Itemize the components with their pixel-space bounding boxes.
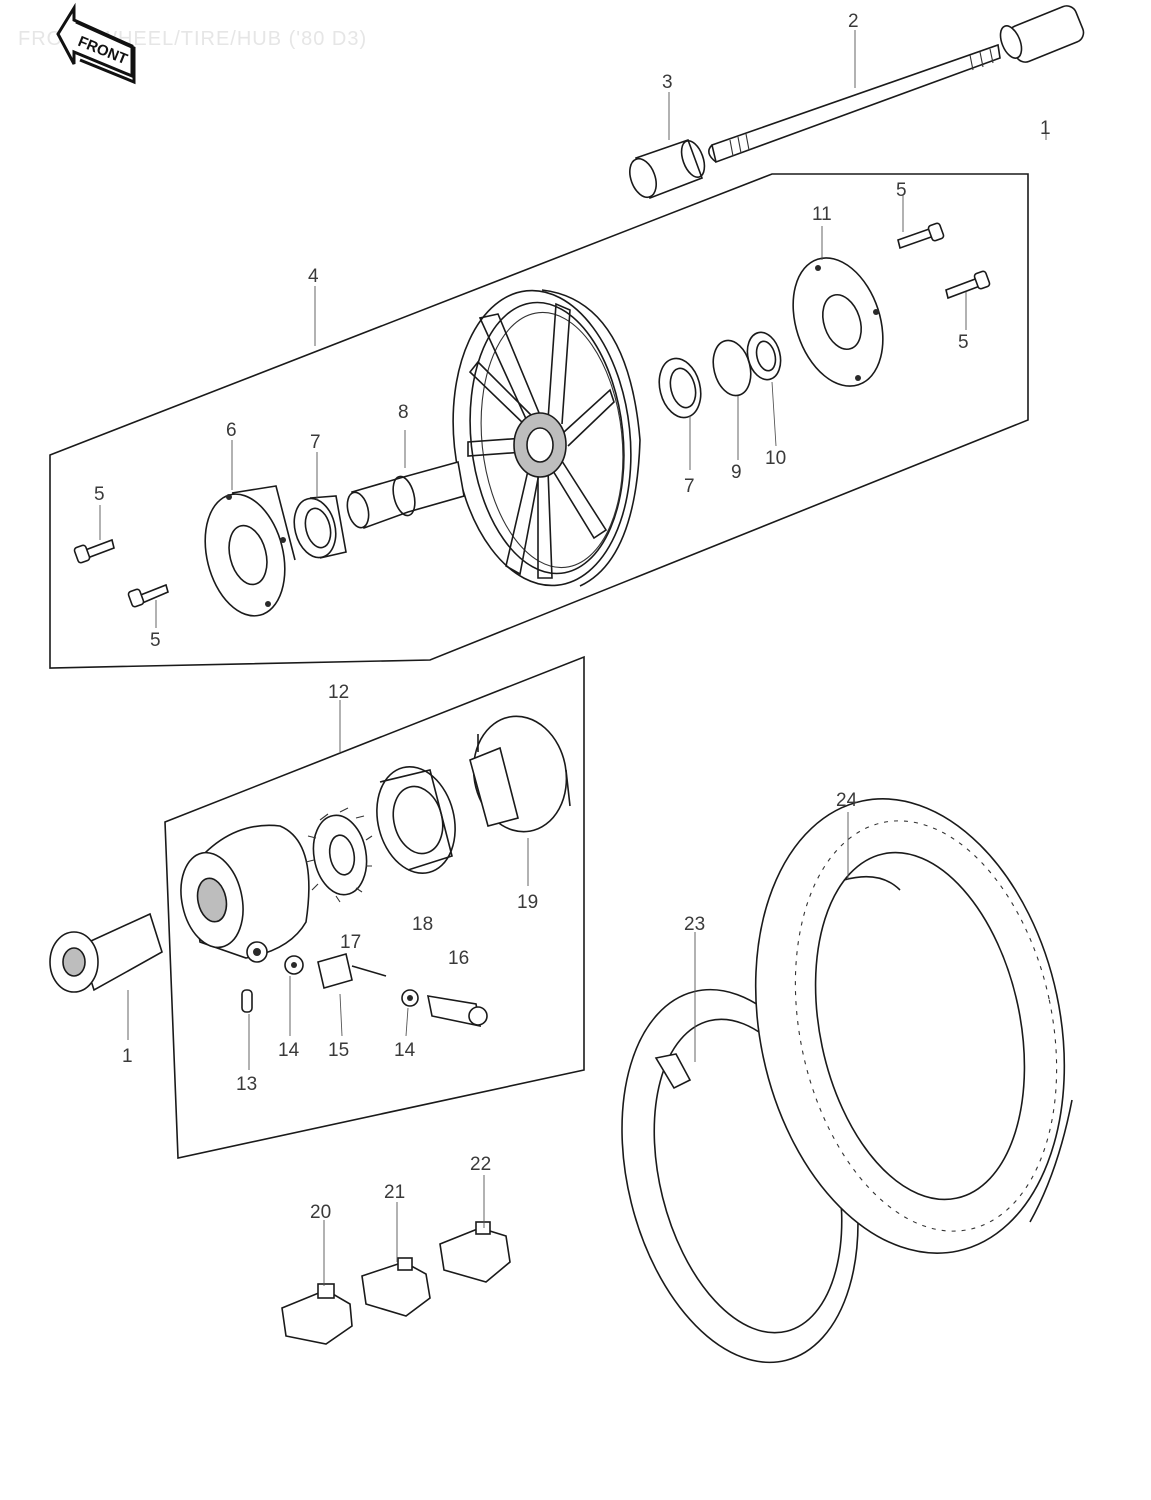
tire: [754, 798, 1073, 1254]
gear-housing: [180, 824, 310, 963]
brake-pad-22: [439, 1221, 511, 1283]
callout-11: 11: [812, 204, 832, 225]
callout-2: 2: [848, 11, 859, 32]
callout-7-left: 7: [310, 432, 321, 453]
callout-15: 15: [328, 1040, 349, 1061]
axle-nut: [49, 912, 163, 993]
cast-wheel: [452, 289, 641, 587]
wheel-assembly-panel: [49, 173, 1029, 669]
callout-5-right-upper: 5: [896, 180, 907, 201]
callout-5-right-lower: 5: [958, 332, 969, 353]
callout-7-right: 7: [684, 476, 695, 497]
callout-16: 16: [448, 948, 469, 969]
callout-5-left-lower: 5: [150, 630, 161, 651]
callout-14-left: 14: [278, 1040, 300, 1061]
leader-lines: [99, 30, 1047, 1286]
washer-left: [284, 955, 304, 975]
callout-23: 23: [684, 914, 705, 935]
dowel-pin: [241, 989, 253, 1013]
right-bearing: [658, 357, 702, 419]
left-brake-disc-flange: [204, 485, 296, 617]
front-arrow-icon: FRONT: [56, 2, 136, 85]
callout-6: 6: [226, 420, 237, 441]
callout-24: 24: [836, 790, 858, 811]
callout-1-top: 1: [1040, 118, 1051, 139]
bolt-right-upper: [897, 222, 945, 250]
brake-pad-21: [361, 1257, 431, 1317]
axle-collar: [629, 138, 706, 200]
callout-3: 3: [662, 72, 673, 93]
gear-drive-retainer: [469, 715, 571, 833]
callout-20: 20: [310, 1202, 331, 1223]
callout-5-left-upper: 5: [94, 484, 105, 505]
washer-right: [401, 989, 419, 1007]
right-brake-disc-flange: [792, 257, 884, 387]
callout-13: 13: [236, 1074, 257, 1095]
callout-9: 9: [731, 462, 742, 483]
bolt-left-lower: [127, 583, 169, 608]
brake-pad-20: [281, 1283, 353, 1345]
distance-collar: [346, 460, 465, 530]
left-bearing: [293, 495, 347, 559]
bolt-left-upper: [73, 538, 115, 564]
speedometer-gear: [305, 807, 373, 903]
front-axle: [708, 5, 1085, 164]
callout-4: 4: [308, 266, 319, 287]
bolt-right-lower: [945, 270, 991, 300]
callout-18: 18: [412, 914, 433, 935]
speedometer-drive-bushing: [426, 995, 488, 1028]
callout-19: 19: [517, 892, 538, 913]
callout-8: 8: [398, 402, 409, 423]
callout-10: 10: [765, 448, 786, 469]
speedometer-gear-panel: [164, 655, 585, 1159]
pinion-gear: [317, 952, 387, 990]
callout-21: 21: [384, 1182, 405, 1203]
callout-17: 17: [340, 932, 361, 953]
callout-1-lower: 1: [122, 1046, 133, 1067]
oil-seal: [746, 331, 782, 381]
callout-12: 12: [328, 682, 349, 703]
callout-14-right: 14: [394, 1040, 416, 1061]
gear-drive-bearing: [376, 766, 456, 874]
callout-22: 22: [470, 1154, 491, 1175]
